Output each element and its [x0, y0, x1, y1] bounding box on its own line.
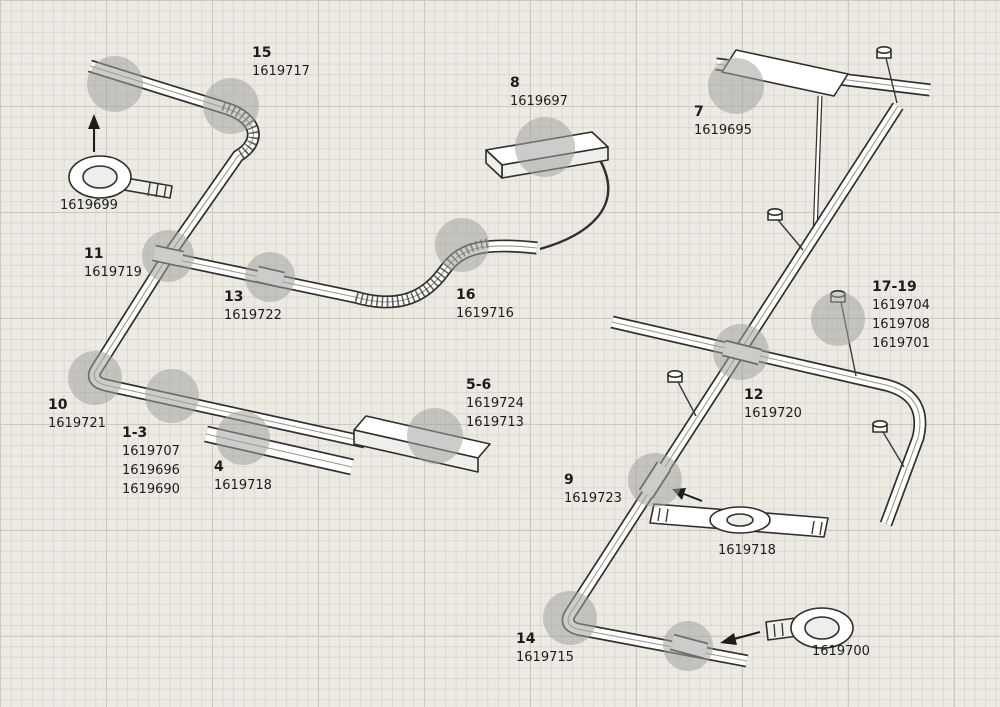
callout-14: 14 1619715	[516, 630, 574, 667]
suspension-cup	[767, 208, 804, 251]
highlight-circle-14	[543, 591, 597, 645]
part-number: 1619723	[564, 491, 622, 506]
part-number: 1619708	[872, 317, 930, 332]
part-number: 1619700	[812, 644, 870, 659]
suspension-cup	[667, 369, 697, 417]
part-number: 1619704	[872, 298, 930, 313]
callout-11: 11 1619719	[84, 245, 142, 282]
part-puck-1619700	[720, 607, 854, 649]
part-ceiling-plate-1619718	[649, 488, 829, 538]
part-number: 1619722	[224, 308, 282, 323]
part-number: 1619696	[122, 463, 180, 478]
part-number: 1619724	[466, 396, 524, 411]
part-number: 1619716	[456, 306, 514, 321]
callout-1619700: 1619700	[812, 642, 870, 661]
highlight-circle-10	[68, 351, 122, 405]
part-puck-1619699	[68, 114, 173, 199]
part-number: 1619695	[694, 123, 752, 138]
flex-corner-connector	[221, 101, 259, 160]
callout-number: 5-6	[466, 377, 492, 393]
part-number: 1619701	[872, 336, 930, 351]
part-number: 1619707	[122, 444, 180, 459]
suspension-cup	[872, 419, 905, 468]
part-number: 1619697	[510, 94, 568, 109]
flexible-connector	[354, 238, 489, 307]
callout-number: 11	[84, 246, 104, 262]
part-number: 1619721	[48, 416, 106, 431]
part-number: 1619718	[214, 478, 272, 493]
highlight-circle-12	[713, 324, 769, 380]
part-number: 1619718	[718, 543, 776, 558]
highlight-circle-16	[435, 218, 489, 272]
callout-number: 17-19	[872, 279, 917, 295]
highlight-circle-1-3	[145, 369, 199, 423]
callout-4: 4 1619718	[214, 458, 272, 495]
highlight-circle-13	[245, 252, 295, 302]
part-number: 1619690	[122, 482, 180, 497]
callout-13: 13 1619722	[224, 288, 282, 325]
callout-number: 8	[510, 75, 520, 91]
callout-1619718: 1619718	[718, 541, 776, 560]
callout-number: 16	[456, 287, 476, 303]
callout-number: 4	[214, 459, 224, 475]
callout-1-3: 1-3 1619707 1619696 1619690	[122, 424, 180, 499]
callout-number: 1-3	[122, 425, 148, 441]
callout-number: 10	[48, 397, 68, 413]
part-number: 1619715	[516, 650, 574, 665]
suspension-cup	[876, 45, 898, 104]
callout-number: 7	[694, 104, 704, 120]
callout-12: 12 1619720	[744, 386, 802, 423]
callout-5-6: 5-6 1619724 1619713	[466, 376, 524, 432]
highlight-circle-17-19	[811, 292, 865, 346]
highlight-circles	[68, 56, 865, 671]
callout-16: 16 1619716	[456, 286, 514, 323]
callout-9: 9 1619723	[564, 471, 622, 508]
part-number: 1619720	[744, 406, 802, 421]
highlight-circle-11	[142, 230, 194, 282]
highlight-circle-8	[515, 117, 575, 177]
suspension-rod	[812, 95, 823, 237]
callout-number: 15	[252, 45, 272, 61]
part-number: 1619717	[252, 64, 310, 79]
callout-8: 8 1619697	[510, 74, 568, 111]
highlight-circle-7	[708, 58, 764, 114]
callout-7: 7 1619695	[694, 103, 752, 140]
callout-number: 13	[224, 289, 244, 305]
callout-10: 10 1619721	[48, 396, 106, 433]
highlight-circle-4	[216, 411, 270, 465]
part-number: 1619713	[466, 415, 524, 430]
arrow-left-icon	[720, 631, 761, 645]
highlight-circle-9	[628, 453, 682, 507]
callout-number: 9	[564, 472, 574, 488]
highlight-circle-1619700-target	[663, 621, 713, 671]
callout-number: 14	[516, 631, 536, 647]
callout-1619699: 1619699	[60, 196, 118, 215]
highlight-circle-1619699-target	[87, 56, 143, 112]
callout-17-19: 17-19 1619704 1619708 1619701	[872, 278, 930, 353]
part-number: 1619699	[60, 198, 118, 213]
callout-number: 12	[744, 387, 764, 403]
highlight-circle-15	[203, 78, 259, 134]
part-number: 1619719	[84, 265, 142, 280]
callout-15: 15 1619717	[252, 44, 310, 81]
highlight-circle-5-6	[407, 408, 463, 464]
arrow-up-icon	[88, 114, 100, 152]
